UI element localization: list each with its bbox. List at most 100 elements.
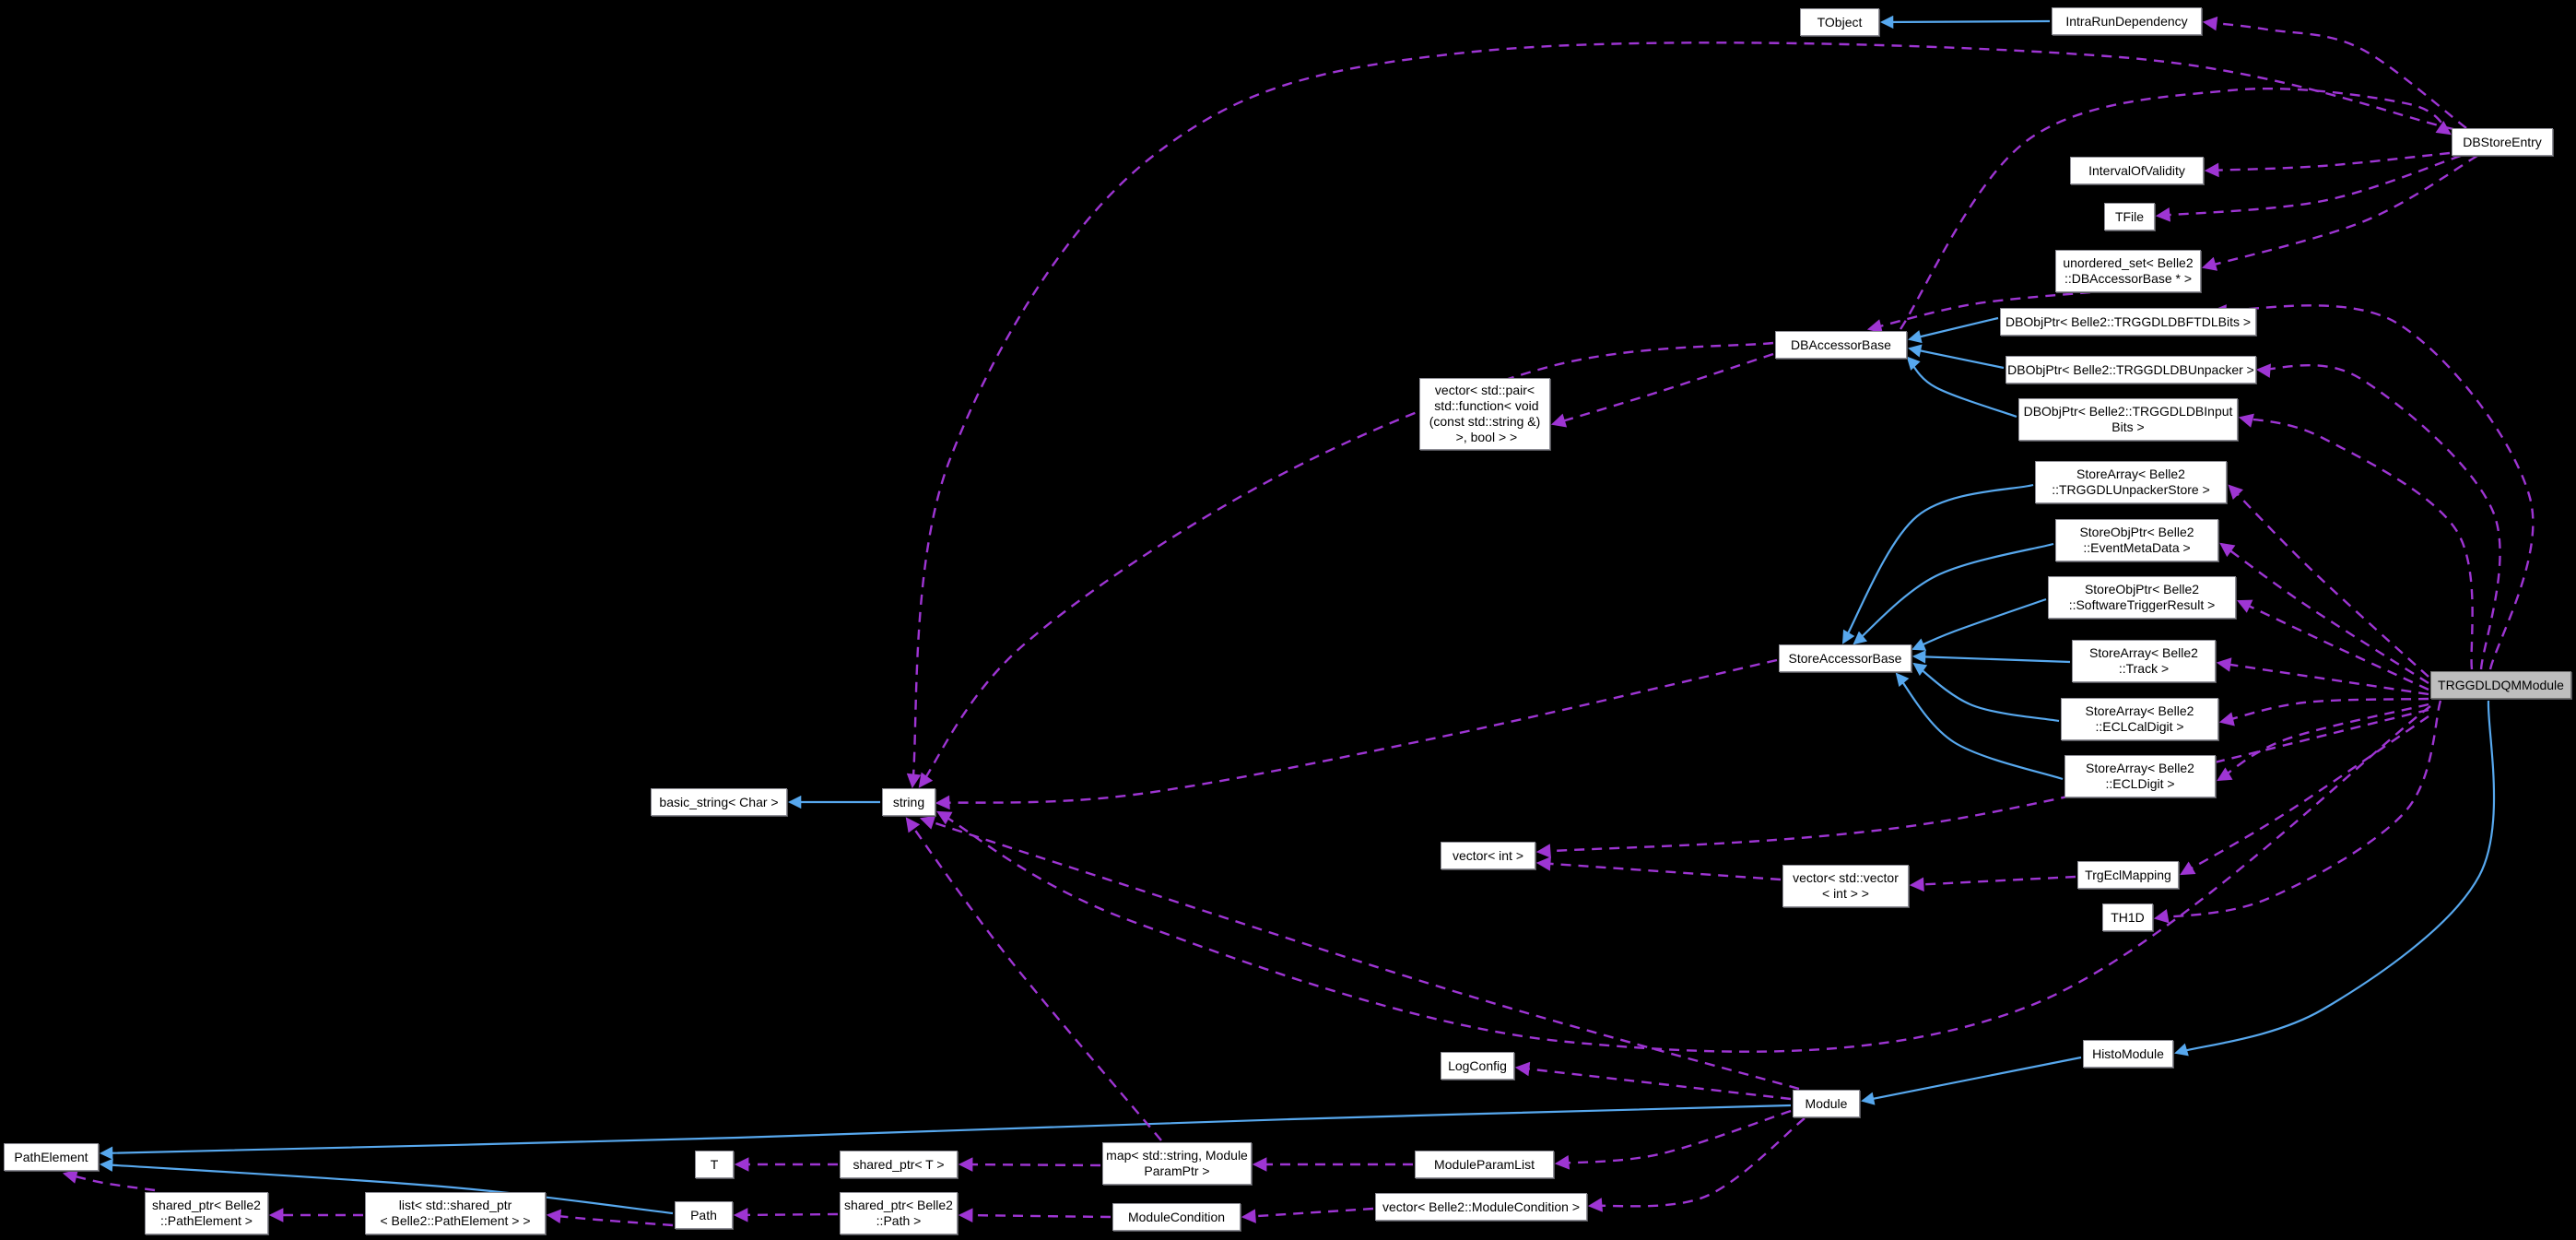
class-node-label: ::Track > [2118,661,2170,676]
edge-trggdldqmmodule-to-storearray_eclcaldigit [2218,697,2429,726]
class-node-tobject[interactable]: TObject [1800,8,1879,36]
class-node-module[interactable]: Module [1793,1090,1860,1117]
class-node-label: PathElement [14,1149,88,1164]
class-node-unordered_set_dbaccessor[interactable]: unordered_set< Belle2::DBAccessorBase * … [2055,250,2201,292]
class-node-moduleparamlist[interactable]: ModuleParamList [1415,1151,1554,1178]
class-node-string[interactable]: string [882,788,935,816]
class-node-label: ModuleCondition [1127,1209,1226,1224]
class-node-vector_vector_int[interactable]: vector< std::vector< int > > [1782,865,1909,907]
edge-dbstoreentry-to-intervalofvalidity [2204,151,2451,178]
class-node-label: std::function< void [1430,398,1539,413]
class-node-label: basic_string< Char > [659,794,779,809]
class-node-list_sharedptr_pathelement[interactable]: list< std::shared_ptr< Belle2::PathEleme… [365,1192,546,1234]
edge-trggdldqmmodule-to-dbobjptr_unpacker [2255,363,2501,670]
edge-modulecondition-to-sharedptr_path [958,1208,1112,1222]
class-node-dbstoreentry[interactable]: DBStoreEntry [2452,128,2553,156]
class-node-th1d[interactable]: TH1D [2102,903,2153,931]
edge-dbstoreentry-to-intrarundependency [2202,16,2467,129]
edge-trggdldqmmodule-to-storearray_ecldigit [2217,703,2429,782]
class-node-label: StoreArray< Belle2 [2086,761,2194,775]
edge-storearray_eclcaldigit-to-storeaccessorbase [1912,662,2060,723]
class-node-label: ::PathElement > [159,1213,253,1228]
class-node-storearray_track[interactable]: StoreArray< Belle2::Track > [2072,640,2216,682]
class-node-dbobjptr_unpacker[interactable]: DBObjPtr< Belle2::TRGGDLDBUnpacker > [2006,356,2256,384]
class-node-label: ::TRGGDLUnpackerStore > [2052,482,2210,497]
class-node-label: < Belle2::PathElement > > [380,1213,531,1228]
class-node-label: vector< std::pair< [1434,383,1535,397]
class-node-tfile[interactable]: TFile [2104,203,2155,230]
edge-trggdldqmmodule-to-th1d [2153,700,2442,924]
class-node-label: TRGGDLDQMModule [2438,677,2564,692]
class-node-t[interactable]: T [695,1151,734,1178]
class-node-histomodule[interactable]: HistoModule [2083,1040,2173,1068]
class-node-label: map< std::string, Module [1106,1148,1248,1163]
class-node-label: StoreAccessorBase [1788,650,1902,666]
class-node-sharedptr_t[interactable]: shared_ptr< T > [840,1151,958,1178]
class-node-storearray_unpackerstore[interactable]: StoreArray< Belle2::TRGGDLUnpackerStore … [2035,461,2227,503]
class-node-dbaccessorbase[interactable]: DBAccessorBase [1775,331,1907,359]
edge-intrarundependency-to-tobject [1879,15,2051,30]
class-node-label: TH1D [2111,909,2145,925]
class-node-label: StoreObjPtr< Belle2 [2079,525,2194,539]
edge-trggdldqmmodule-to-storearray_unpackerstore [2228,484,2429,678]
edge-module-to-vector_modulecondition [1587,1117,1806,1212]
class-node-label: ParamPtr > [1144,1163,1210,1178]
class-node-sharedptr_pathelement[interactable]: shared_ptr< Belle2::PathElement > [145,1192,268,1234]
class-node-label: ::DBAccessorBase * > [2064,271,2193,286]
class-node-label: DBObjPtr< Belle2::TRGGDLDBFTDLBits > [2005,313,2252,329]
edge-trggdldqmmodule-to-storeobjptr_eventmetadata [2219,542,2429,685]
class-node-storearray_ecldigit[interactable]: StoreArray< Belle2::ECLDigit > [2064,755,2216,797]
class-node-trgeclmapping[interactable]: TrgEclMapping [2077,861,2179,889]
class-node-intrarundependency[interactable]: IntraRunDependency [2052,7,2202,35]
class-node-vector_pair_function[interactable]: vector< std::pair< std::function< void(c… [1419,378,1550,450]
edge-trggdldqmmodule-to-trgeclmapping [2180,715,2429,876]
class-node-basic_string[interactable]: basic_string< Char > [651,788,787,816]
class-node-storearray_eclcaldigit[interactable]: StoreArray< Belle2::ECLCalDigit > [2061,698,2218,740]
class-node-storeobjptr_softwaretrigger[interactable]: StoreObjPtr< Belle2::SoftwareTriggerResu… [2048,576,2236,619]
class-node-label: shared_ptr< T > [853,1156,945,1172]
class-node-storeobjptr_eventmetadata[interactable]: StoreObjPtr< Belle2::EventMetaData > [2055,519,2218,561]
class-node-label: ::Path > [876,1213,922,1228]
class-node-label: unordered_set< Belle2 [2063,255,2194,270]
edge-vector_vector_int-to-vector_int [1535,856,1782,881]
class-node-label: TObject [1817,14,1863,30]
class-node-storeaccessorbase[interactable]: StoreAccessorBase [1779,644,1911,672]
class-node-label: string [892,794,925,809]
edge-storeaccessorbase-to-string [935,658,1778,810]
class-node-label: vector< Belle2::ModuleCondition > [1382,1199,1581,1214]
edge-trggdldqmmodule-to-dbobjptr_ftdlbits [2211,304,2535,670]
class-node-path[interactable]: Path [675,1201,733,1229]
class-node-label: IntraRunDependency [2065,13,2188,29]
edge-dbstoreentry-to-tfile [2155,154,2462,222]
class-node-vector_modulecondition[interactable]: vector< Belle2::ModuleCondition > [1375,1193,1587,1221]
class-node-label: StoreArray< Belle2 [2089,645,2198,660]
class-node-pathelement[interactable]: PathElement [4,1143,99,1171]
class-node-sharedptr_path[interactable]: shared_ptr< Belle2::Path > [840,1192,958,1234]
class-node-logconfig[interactable]: LogConfig [1441,1052,1514,1080]
edge-storeobjptr_softwaretrigger-to-storeaccessorbase [1911,597,2047,651]
class-node-vector_int[interactable]: vector< int > [1441,842,1535,869]
edge-sharedptr_pathelement-to-pathelement [62,1169,156,1192]
edge-trggdldqmmodule-to-histomodule [2174,700,2496,1057]
class-node-label: ::ECLCalDigit > [2095,719,2184,734]
class-node-label: < int > > [1822,886,1869,901]
edge-map_moduleparamptr-to-sharedptr_t [958,1157,1101,1172]
edge-sharedptr_path-to-path [733,1208,839,1222]
edge-unordered_set_dbaccessor-to-dbaccessorbase [1866,290,2091,334]
class-node-label: Bits > [2111,419,2145,434]
class-node-label: IntervalOfValidity [2088,162,2185,178]
edge-dbaccessorbase-to-string [918,341,1774,788]
class-node-dbobjptr_ftdlbits[interactable]: DBObjPtr< Belle2::TRGGDLDBFTDLBits > [2000,308,2256,336]
class-node-label: HistoModule [2092,1045,2164,1061]
class-node-intervalofvalidity[interactable]: IntervalOfValidity [2070,157,2204,184]
class-node-label: shared_ptr< Belle2 [844,1198,953,1212]
edge-trggdldqmmodule-to-vector_int [1535,708,2429,858]
class-node-label: vector< int > [1452,847,1524,863]
class-node-modulecondition[interactable]: ModuleCondition [1112,1203,1241,1231]
class-node-label: >, bool > > [1452,430,1518,444]
class-node-trggdldqmmodule[interactable]: TRGGDLDQMModule [2430,671,2571,699]
edge-dbstoreentry-to-string [906,41,2454,789]
class-node-label: DBStoreEntry [2463,134,2542,149]
